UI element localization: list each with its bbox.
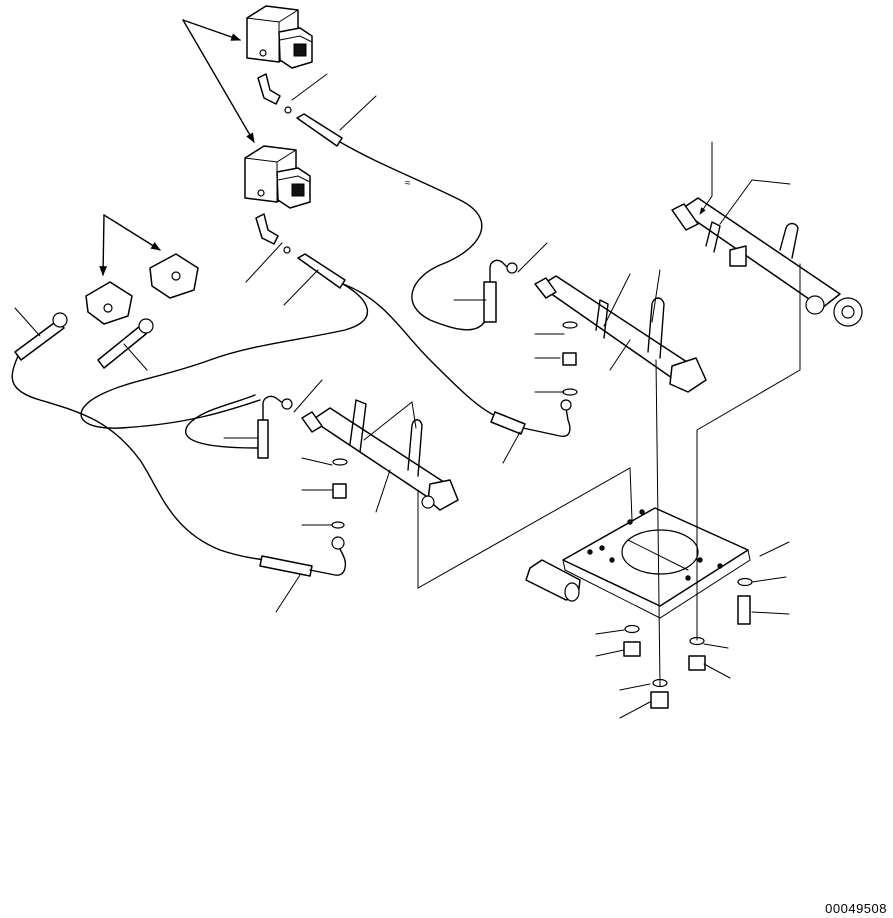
mounting-bracket	[525, 507, 751, 619]
connection-lines	[417, 263, 801, 687]
solenoid-valve-upper	[246, 5, 313, 69]
leader-lines	[14, 73, 791, 719]
tee-fittings	[85, 214, 199, 325]
tube-assembly-center	[301, 399, 459, 511]
hose-left	[11, 312, 347, 577]
svg-text:≈: ≈	[405, 178, 411, 189]
valve-pointer-arrows	[182, 19, 255, 143]
hose-lower	[185, 394, 293, 459]
hose-middle	[80, 253, 572, 437]
hose-left-2	[97, 318, 154, 369]
tube-assembly-right	[534, 275, 707, 393]
tube-assembly-far-right	[671, 197, 863, 327]
elbow-fitting-upper	[257, 73, 292, 114]
elbow-fitting-lower	[255, 213, 291, 254]
hose-top: ≈	[296, 113, 518, 331]
solenoid-valve-lower	[244, 145, 311, 209]
drawing-number: 00049508	[825, 901, 887, 916]
